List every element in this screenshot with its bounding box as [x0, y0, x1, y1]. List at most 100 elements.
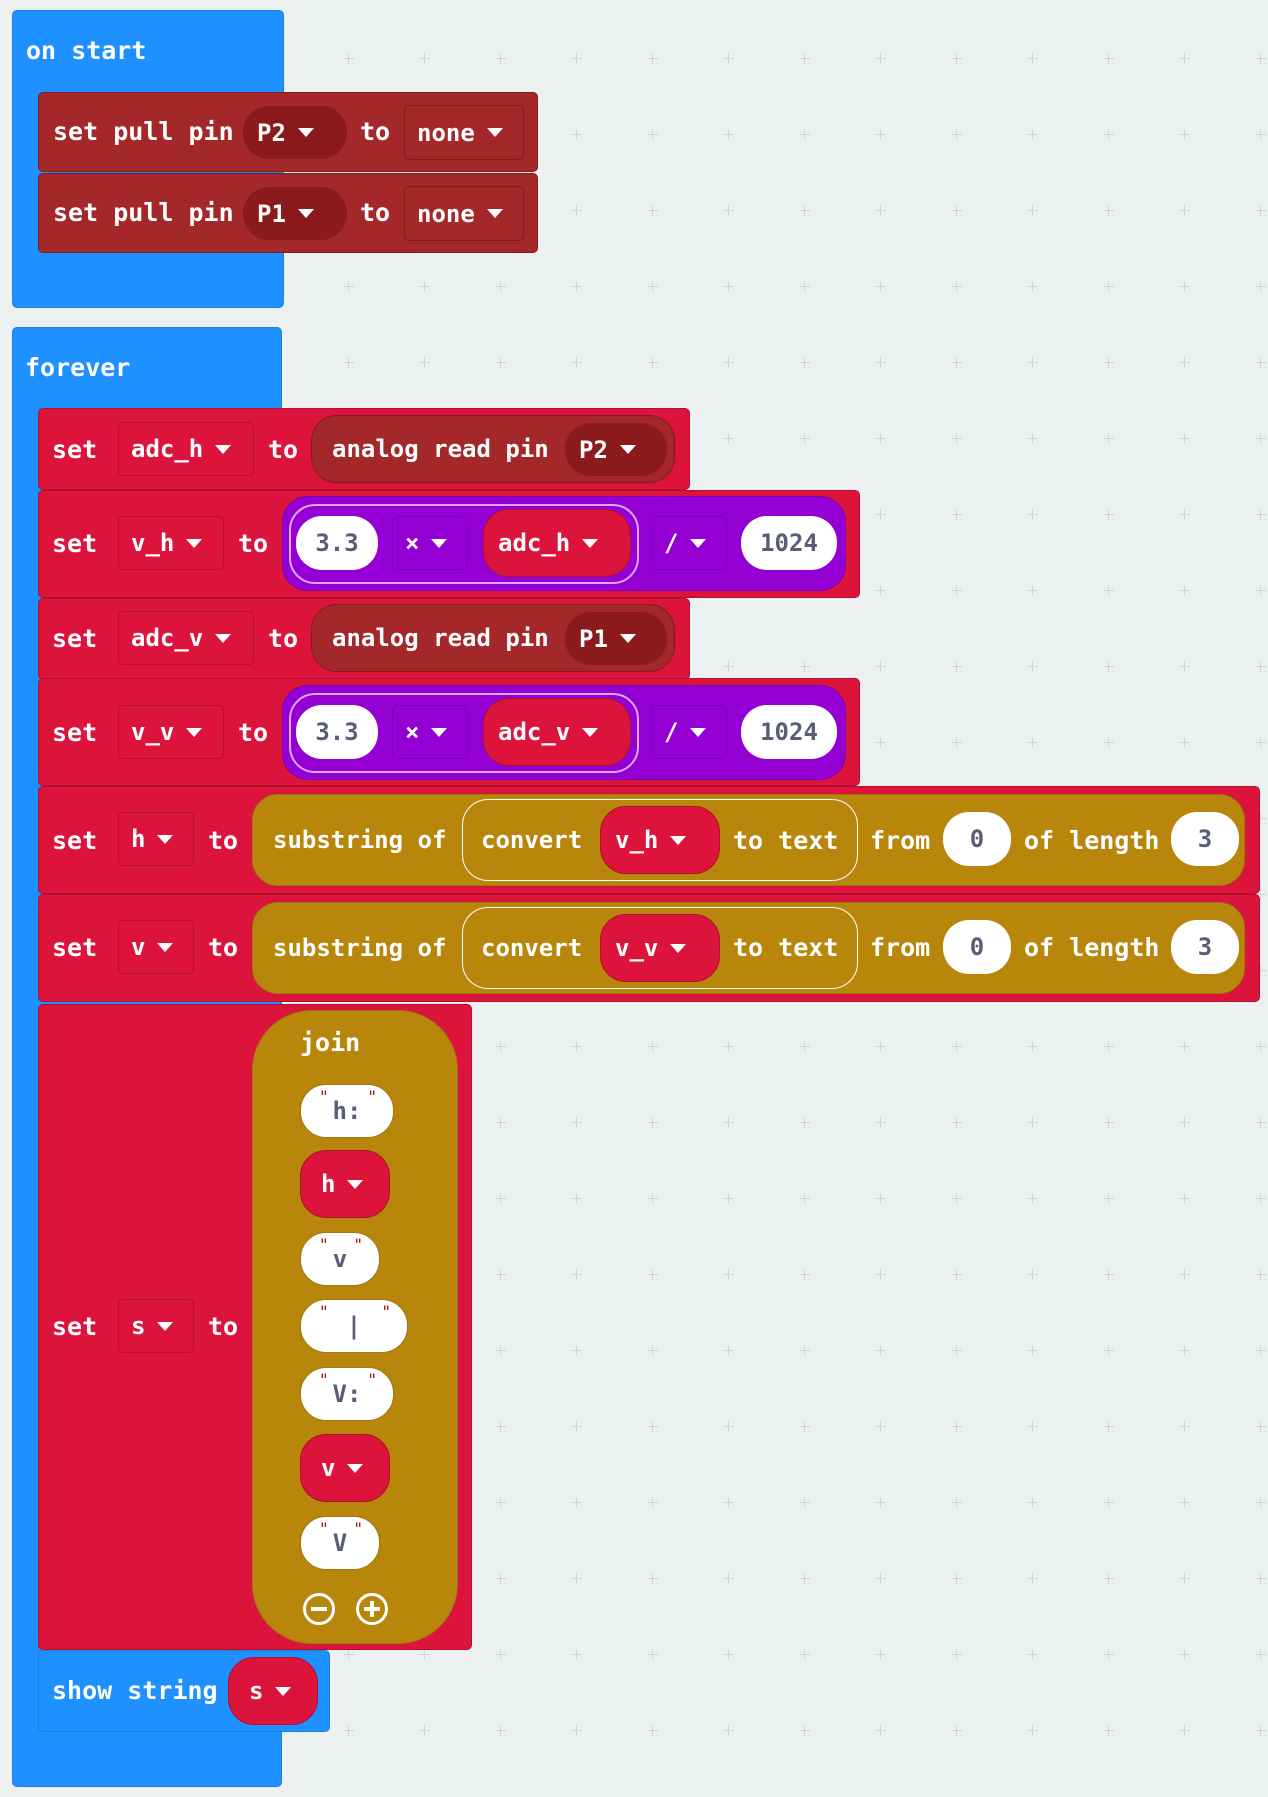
grid-plus-mark	[647, 1421, 658, 1432]
grid-plus-mark	[419, 53, 430, 64]
grid-plus-mark	[343, 53, 354, 64]
grid-plus-mark	[1103, 1573, 1114, 1584]
minus-circle-icon[interactable]	[303, 1593, 335, 1625]
pin-dropdown[interactable]: P2	[565, 423, 667, 476]
grid-plus-mark	[1027, 1269, 1038, 1280]
operator-dropdown-divide[interactable]: /	[651, 705, 727, 759]
grid-plus-mark	[951, 509, 962, 520]
grid-plus-mark	[647, 1041, 658, 1052]
grid-plus-mark	[875, 281, 886, 292]
grid-plus-mark	[571, 1041, 582, 1052]
number-input[interactable]: 1024	[741, 705, 837, 759]
grid-plus-mark	[799, 433, 810, 444]
number-input[interactable]: 3	[1171, 812, 1239, 866]
grid-plus-mark	[571, 357, 582, 368]
number-input[interactable]: 3.3	[296, 705, 378, 759]
grid-plus-mark	[1103, 1041, 1114, 1052]
grid-plus-mark	[1179, 1117, 1190, 1128]
grid-plus-mark	[723, 1269, 734, 1280]
grid-plus-mark	[495, 1117, 506, 1128]
grid-plus-mark	[1179, 1041, 1190, 1052]
pull-mode-dropdown[interactable]: none	[404, 186, 524, 241]
grid-plus-mark	[571, 1421, 582, 1432]
grid-plus-mark	[875, 1345, 886, 1356]
grid-plus-mark	[723, 433, 734, 444]
number-input[interactable]: 1024	[741, 516, 837, 570]
grid-plus-mark	[723, 1725, 734, 1736]
grid-plus-mark	[1255, 1421, 1266, 1432]
variable-dropdown-v-v[interactable]: v_v	[118, 705, 224, 759]
grid-plus-mark	[875, 1421, 886, 1432]
grid-plus-mark	[495, 1497, 506, 1508]
grid-plus-mark	[1027, 1421, 1038, 1432]
grid-plus-mark	[723, 1573, 734, 1584]
pin-dropdown[interactable]: P1	[243, 187, 347, 240]
grid-plus-mark	[1103, 1117, 1114, 1128]
variable-dropdown-v-h[interactable]: v_h	[118, 516, 224, 570]
dropdown-caret-icon	[157, 942, 174, 952]
pin-dropdown[interactable]: P2	[243, 106, 347, 159]
string-input[interactable]: " | "	[300, 1299, 408, 1353]
grid-plus-mark	[799, 205, 810, 216]
string-input[interactable]: "h:"	[300, 1084, 394, 1138]
plus-circle-icon[interactable]	[356, 1593, 388, 1625]
to-label: to	[268, 435, 299, 464]
number-input[interactable]: 0	[943, 812, 1011, 866]
operator-dropdown-multiply[interactable]: ×	[392, 705, 468, 759]
variable-reporter-v-h[interactable]: v_h	[600, 806, 720, 874]
grid-plus-mark	[1103, 509, 1114, 520]
grid-plus-mark	[1179, 661, 1190, 672]
variable-reporter-s[interactable]: s	[228, 1657, 318, 1725]
string-input[interactable]: "v"	[300, 1232, 380, 1286]
on-start-label: on start	[26, 36, 147, 65]
number-input[interactable]: 3.3	[296, 516, 378, 570]
variable-reporter-v[interactable]: v	[300, 1434, 390, 1502]
variable-reporter-adc-v[interactable]: adc_v	[483, 698, 631, 766]
grid-plus-mark	[723, 1421, 734, 1432]
grid-plus-mark	[1179, 1497, 1190, 1508]
to-label: to	[360, 117, 391, 146]
grid-plus-mark	[1255, 737, 1266, 748]
variable-dropdown-s[interactable]: s	[118, 1299, 194, 1353]
variable-reporter-h[interactable]: h	[300, 1150, 390, 1218]
variable-reporter-adc-h[interactable]: adc_h	[483, 509, 631, 577]
variable-dropdown-adc-v[interactable]: adc_v	[118, 611, 254, 665]
grid-plus-mark	[951, 1421, 962, 1432]
number-input[interactable]: 3	[1171, 920, 1239, 974]
grid-plus-mark	[875, 1725, 886, 1736]
set-label: set	[52, 435, 98, 464]
grid-plus-mark	[647, 1117, 658, 1128]
string-input[interactable]: "V:"	[300, 1367, 394, 1421]
grid-plus-mark	[647, 1497, 658, 1508]
grid-plus-mark	[495, 1269, 506, 1280]
dropdown-caret-icon	[186, 727, 203, 737]
variable-dropdown-v[interactable]: v	[118, 920, 194, 974]
join-label: join	[300, 1028, 361, 1057]
operator-dropdown-multiply[interactable]: ×	[392, 516, 468, 570]
grid-plus-mark	[1255, 813, 1266, 824]
grid-plus-mark	[799, 1573, 810, 1584]
variable-dropdown-adc-h[interactable]: adc_h	[118, 422, 254, 476]
grid-plus-mark	[799, 1345, 810, 1356]
string-input[interactable]: "V"	[300, 1516, 380, 1570]
grid-plus-mark	[419, 357, 430, 368]
dropdown-caret-icon	[157, 834, 174, 844]
pin-dropdown[interactable]: P1	[565, 612, 667, 665]
variable-dropdown-h[interactable]: h	[118, 812, 194, 866]
grid-plus-mark	[951, 205, 962, 216]
grid-plus-mark	[1027, 53, 1038, 64]
grid-plus-mark	[1255, 1269, 1266, 1280]
grid-plus-mark	[875, 1117, 886, 1128]
number-input[interactable]: 0	[943, 920, 1011, 974]
operator-dropdown-divide[interactable]: /	[651, 516, 727, 570]
grid-plus-mark	[723, 661, 734, 672]
dropdown-caret-icon	[431, 727, 448, 737]
pull-mode-dropdown[interactable]: none	[404, 105, 524, 160]
variable-reporter-v-v[interactable]: v_v	[600, 914, 720, 982]
grid-plus-mark	[1255, 509, 1266, 520]
grid-plus-mark	[1179, 281, 1190, 292]
grid-plus-mark	[571, 1345, 582, 1356]
to-label: to	[208, 826, 239, 855]
grid-plus-mark	[1255, 1041, 1266, 1052]
grid-plus-mark	[799, 1497, 810, 1508]
